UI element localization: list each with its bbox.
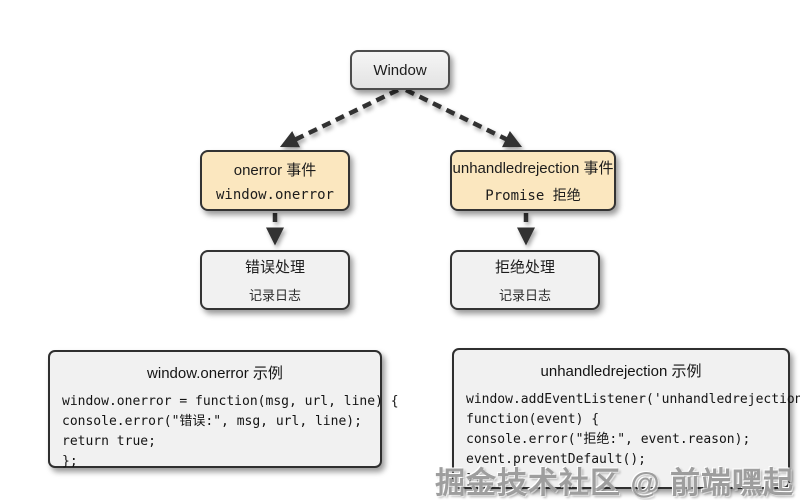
node-rejection-handling-title: 拒绝处理 [494,259,555,276]
node-rejection-handling: 拒绝处理 记录日志 [450,250,600,310]
node-error-handling: 错误处理 记录日志 [200,250,350,310]
code-line: event.preventDefault(); [466,452,647,467]
arrow-window-to-unhandledrejection [405,87,523,148]
code-line: window.addEventListener('unhandledreject… [466,392,800,407]
code-line: }; [62,454,78,469]
node-unhandledrejection-event: unhandledrejection 事件 Promise 拒绝 [450,150,616,211]
watermark: 掘金技术社区 @ 前端嘿起 [435,467,794,500]
node-error-handling-subtitle: 记录日志 [248,288,301,303]
code-line: console.error("错误:", msg, url, line); [62,414,362,429]
code-panel-unhandledrejection-title: unhandledrejection 示例 [540,363,702,380]
node-unhandledrejection-title: unhandledrejection 事件 [452,159,614,177]
node-window: Window [350,50,450,90]
code-line: console.error("拒绝:", event.reason); [466,432,751,447]
node-onerror-title: onerror 事件 [233,161,317,179]
code-line: }); [466,472,490,487]
code-panel-onerror-title: window.onerror 示例 [147,365,283,382]
arrow-window-to-onerror [279,87,399,148]
code-panel-onerror-example: window.onerror 示例 window.onerror = funct… [48,350,399,469]
node-onerror-event: onerror 事件 window.onerror [200,150,350,211]
code-panel-unhandledrejection-example: unhandledrejection 示例 window.addEventLis… [452,348,800,489]
node-error-handling-title: 错误处理 [244,259,305,276]
node-unhandledrejection-subtitle: Promise 拒绝 [485,187,581,204]
code-line: window.onerror = function(msg, url, line… [62,394,399,409]
node-onerror-subtitle: window.onerror [215,186,334,203]
node-rejection-handling-subtitle: 记录日志 [498,288,551,303]
code-line: function(event) { [466,412,600,427]
node-window-label: Window [373,61,427,79]
code-line: return true; [62,434,156,449]
